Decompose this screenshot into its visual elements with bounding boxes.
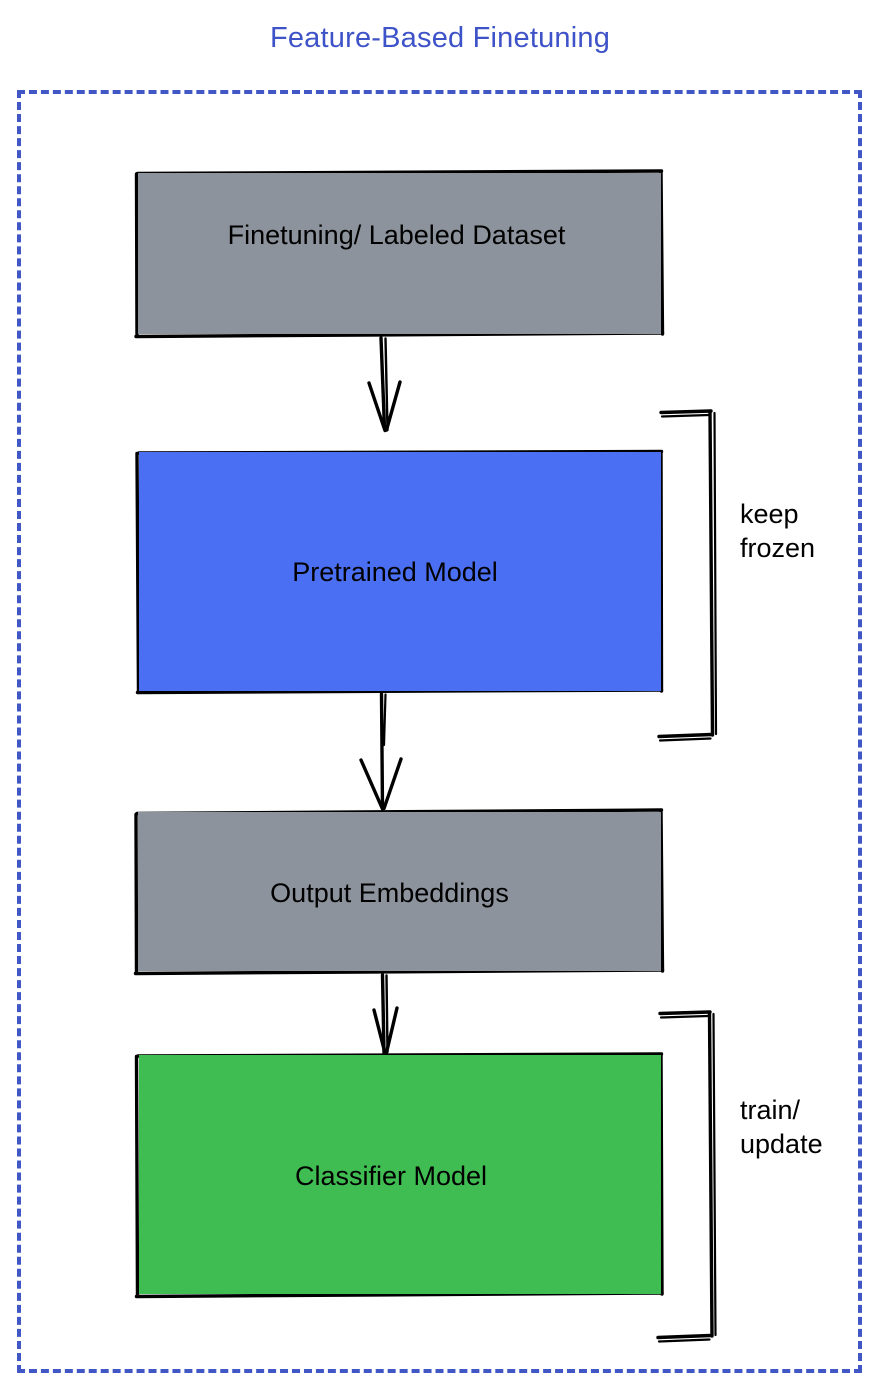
node-embeddings-fill — [138, 812, 661, 971]
node-embeddings[interactable]: Output Embeddings — [138, 812, 661, 971]
page-title: Feature-Based Finetuning — [269, 22, 611, 54]
annotation-keep-frozen: keep frozen — [740, 499, 816, 564]
node-classifier-label: Classifier Model — [294, 1161, 488, 1191]
node-pretrained-label: Pretrained Model — [292, 557, 498, 587]
node-embeddings-label: Output Embeddings — [270, 878, 509, 908]
node-pretrained-fill — [139, 452, 661, 691]
node-dataset-label: Finetuning/ Labeled Dataset — [227, 220, 566, 250]
node-pretrained[interactable]: Pretrained Model — [139, 452, 661, 691]
dashed-container-frame — [17, 90, 862, 1373]
node-dataset-fill — [138, 173, 661, 334]
node-dataset[interactable]: Finetuning/ Labeled Dataset — [138, 173, 661, 334]
node-classifier-fill — [139, 1055, 661, 1294]
annotation-train-update: train/ update — [740, 1095, 823, 1160]
node-classifier[interactable]: Classifier Model — [139, 1055, 661, 1294]
